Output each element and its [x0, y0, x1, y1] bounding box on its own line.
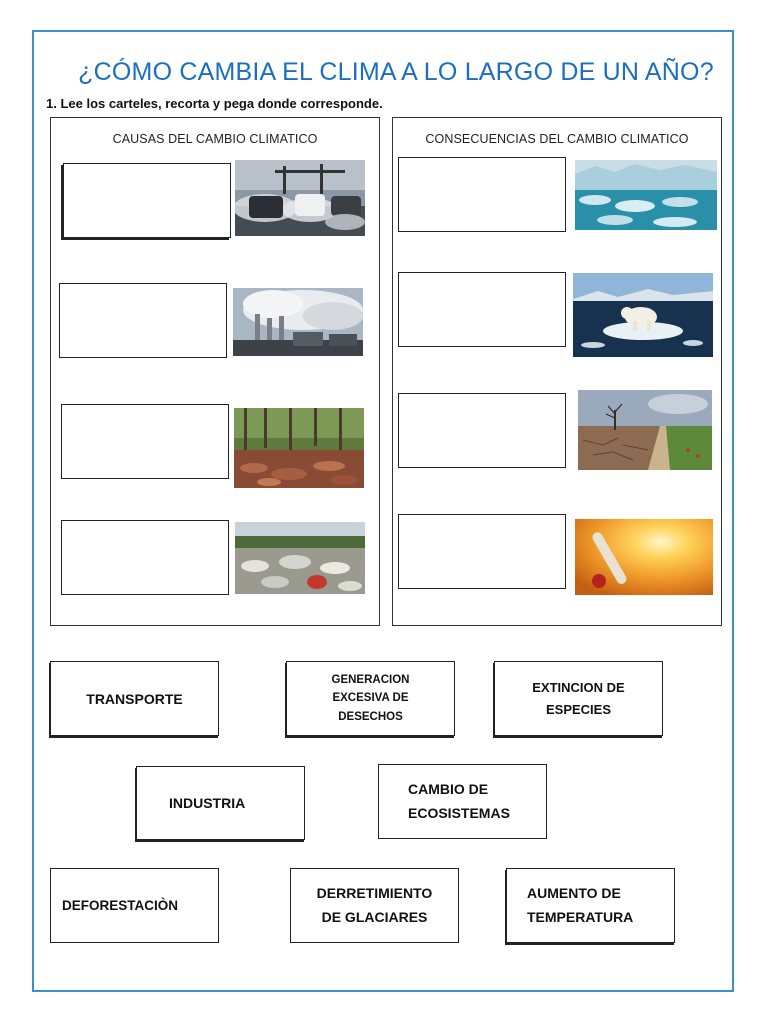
cause-slot-1[interactable] [63, 163, 231, 238]
cause-slot-3[interactable] [61, 404, 229, 479]
polar-bear-ice-photo [573, 273, 713, 357]
card-cambio-ecosistemas[interactable]: CAMBIO DE ECOSISTEMAS [378, 764, 547, 839]
card-generacion-desechos[interactable]: GENERACION EXCESIVA DE DESECHOS [286, 661, 455, 736]
card-transporte[interactable]: TRANSPORTE [50, 661, 219, 736]
heat-thermometer-photo [575, 519, 713, 595]
cause-slot-2[interactable] [59, 283, 227, 358]
deforestation-photo [234, 408, 364, 488]
garbage-waste-photo [235, 522, 365, 594]
card-derretimiento-glaciares[interactable]: DERRETIMIENTO DE GLACIARES [290, 868, 459, 943]
card-aumento-temperatura[interactable]: AUMENTO DE TEMPERATURA [506, 868, 675, 943]
card-deforestacion[interactable]: DEFORESTACIÒN [50, 868, 219, 943]
consequences-panel-title: CONSECUENCIAS DEL CAMBIO CLIMATICO [425, 132, 689, 146]
traffic-pollution-photo [235, 160, 365, 236]
consequence-slot-4[interactable] [398, 514, 566, 589]
consequence-slot-3[interactable] [398, 393, 566, 468]
consequence-slot-1[interactable] [398, 157, 566, 232]
card-extincion-especies[interactable]: EXTINCION DE ESPECIES [494, 661, 663, 736]
drought-land-photo [578, 390, 712, 470]
factory-smoke-photo [233, 288, 363, 356]
page-border [32, 30, 734, 992]
causes-panel-title: CAUSAS DEL CAMBIO CLIMATICO [112, 132, 318, 146]
page-title: ¿CÓMO CAMBIA EL CLIMA A LO LARGO DE UN A… [78, 58, 714, 86]
instruction-text: 1. Lee los carteles, recorta y pega dond… [46, 96, 383, 111]
consequence-slot-2[interactable] [398, 272, 566, 347]
cause-slot-4[interactable] [61, 520, 229, 595]
card-industria[interactable]: INDUSTRIA [136, 766, 305, 840]
melting-glaciers-photo [575, 160, 717, 230]
